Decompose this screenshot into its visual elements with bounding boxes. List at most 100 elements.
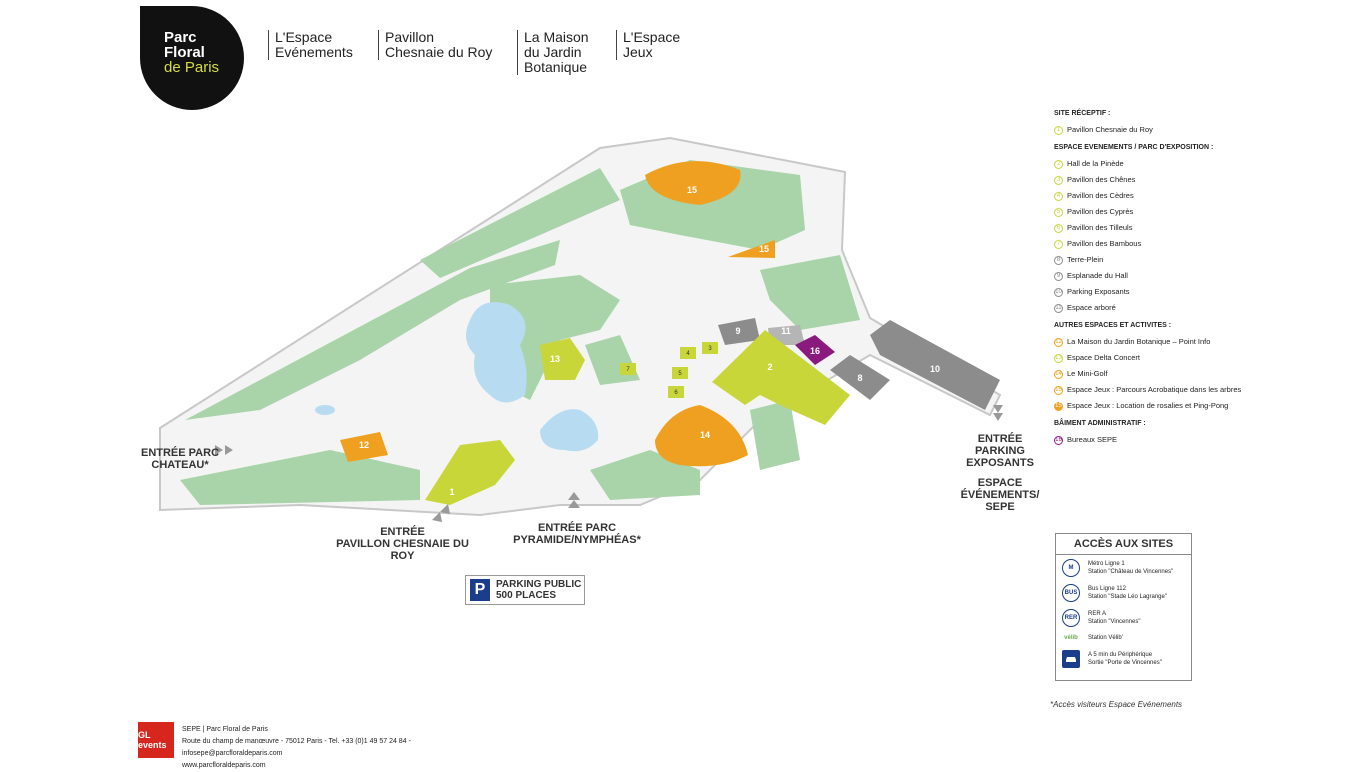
legend-item: 5 Pavillon des Cyprès bbox=[1054, 204, 1254, 220]
arrow-chesnaie-icon bbox=[432, 504, 450, 522]
legend-number: 5 bbox=[1054, 207, 1063, 217]
map-label-9: 9 bbox=[735, 326, 740, 336]
velib-icon: vélib bbox=[1064, 635, 1078, 641]
legend-heading: AUTRES ESPACES ET ACTIVITES : bbox=[1054, 322, 1172, 329]
zone-16-sepe bbox=[795, 335, 835, 365]
legend-label: Pavillon des Tilleuls bbox=[1067, 223, 1133, 232]
map-label-5: 5 bbox=[678, 371, 682, 377]
legend-number: 15 bbox=[1054, 401, 1063, 411]
map-label-10: 10 bbox=[930, 364, 940, 374]
parc-floral-logo[interactable]: Parc Floral de Paris bbox=[140, 6, 244, 110]
zone-6 bbox=[668, 386, 684, 398]
legend-label: Hall de la Pinède bbox=[1067, 159, 1124, 168]
map-label-7: 7 bbox=[626, 367, 630, 373]
entrance-exposants: ENTRÉE PARKING EXPOSANTS bbox=[960, 433, 1040, 469]
gl-events-logo: GL events bbox=[138, 722, 174, 758]
pond-small bbox=[315, 405, 335, 415]
legend-label: Esplanade du Hall bbox=[1067, 271, 1128, 280]
entrance-line: ENTRÉE bbox=[977, 433, 1023, 445]
green-zone-north bbox=[420, 168, 620, 278]
lake-west bbox=[466, 302, 527, 403]
acces-title: ACCÈS AUX SITES bbox=[1056, 534, 1191, 555]
nav-pavillon-chesnaie[interactable]: Pavillon Chesnaie du Roy bbox=[378, 30, 492, 60]
zone-2-hall bbox=[712, 330, 850, 425]
footer-line: SEPE | Parc Floral de Paris bbox=[182, 726, 268, 733]
map-label-15a: 15 bbox=[687, 185, 697, 195]
legend-number: 9 bbox=[1054, 271, 1063, 281]
entrance-line: ENTRÉE PARC bbox=[140, 447, 220, 459]
nav-espace-evenements[interactable]: L'Espace Evénements bbox=[268, 30, 353, 60]
zone-14 bbox=[655, 405, 748, 467]
map-label-8: 8 bbox=[857, 373, 862, 383]
legend-number: 11 bbox=[1054, 303, 1063, 313]
legend-label: Espace Jeux : Parcours Acrobatique dans … bbox=[1067, 385, 1242, 394]
legend-label: Espace arboré bbox=[1067, 303, 1116, 312]
zone-8 bbox=[830, 355, 890, 400]
nav-line: La Maison bbox=[524, 29, 589, 45]
zone-12 bbox=[340, 432, 388, 462]
legend-number: 14 bbox=[1054, 369, 1063, 379]
legend-number: 8 bbox=[1054, 255, 1063, 265]
nav-espace-jeux[interactable]: L'Espace Jeux bbox=[616, 30, 680, 60]
entrance-line: PARKING bbox=[975, 445, 1025, 457]
legend-item: 11 Espace arboré bbox=[1054, 300, 1254, 316]
footnote: *Accès visiteurs Espace Evénements bbox=[1050, 700, 1183, 709]
legend-label: Pavillon des Bambous bbox=[1067, 239, 1142, 248]
zone-5 bbox=[672, 367, 688, 379]
bus-icon: BUS bbox=[1062, 583, 1080, 602]
zone-7 bbox=[620, 363, 636, 375]
legend-item: 2 Hall de la Pinède bbox=[1054, 156, 1254, 172]
map-label-12: 12 bbox=[359, 440, 369, 450]
green-zone-west bbox=[185, 240, 560, 420]
map-label-16: 16 bbox=[810, 346, 820, 356]
entrance-line: SEPE bbox=[985, 501, 1015, 513]
acces-line: RER A bbox=[1088, 610, 1107, 617]
zone-1 bbox=[425, 440, 515, 505]
nav-line: Evénements bbox=[275, 44, 353, 60]
metro-icon: M bbox=[1062, 558, 1080, 577]
zone-10 bbox=[870, 320, 1000, 410]
acces-line: Sortie "Porte de Vincennes" bbox=[1088, 659, 1162, 666]
zone-9 bbox=[718, 318, 760, 345]
legend-number: 6 bbox=[1054, 223, 1063, 233]
map-label-13: 13 bbox=[550, 354, 560, 364]
legend-label: Pavillon Chesnaie du Roy bbox=[1067, 125, 1153, 134]
acces-line: A 5 min du Périphérique bbox=[1088, 651, 1153, 658]
nav-line: Botanique bbox=[524, 59, 588, 75]
legend-label: La Maison du Jardin Botanique – Point In… bbox=[1067, 337, 1211, 346]
logo-line-1: Parc bbox=[164, 29, 197, 46]
legend-item: 9 Esplanade du Hall bbox=[1054, 268, 1254, 284]
map-label-1: 1 bbox=[449, 487, 454, 497]
legend-number: 2 bbox=[1054, 159, 1063, 169]
legend-heading: ESPACE EVENEMENTS / PARC D'EXPOSITION : bbox=[1054, 144, 1214, 151]
footer-line: Route du champ de manœuvre - 75012 Paris… bbox=[182, 738, 411, 757]
nav-maison-jardin[interactable]: La Maison du Jardin Botanique bbox=[517, 30, 589, 75]
acces-line: Bus Ligne 112 bbox=[1088, 585, 1126, 592]
footer-website-link[interactable]: www.parcfloraldeparis.com bbox=[182, 762, 266, 769]
green-zone-southwest bbox=[180, 450, 420, 505]
legend-label: Pavillon des Cyprès bbox=[1067, 207, 1134, 216]
legend-label: Terre-Plein bbox=[1067, 255, 1104, 264]
map-label-6: 6 bbox=[674, 390, 678, 396]
nav-line: du Jardin bbox=[524, 44, 582, 60]
parking-icon: P bbox=[470, 579, 490, 601]
zone-3 bbox=[702, 342, 718, 354]
zone-4 bbox=[680, 347, 696, 359]
acces-line: Station "Stade Léo Lagrange" bbox=[1088, 593, 1167, 600]
nav-line: Pavillon bbox=[385, 29, 435, 45]
entrance-line: ENTRÉE PARC bbox=[537, 522, 617, 534]
map-label-11: 11 bbox=[781, 326, 791, 336]
entrance-chesnaie: ENTRÉE PAVILLON CHESNAIE DU ROY bbox=[325, 526, 480, 562]
zone-13 bbox=[540, 338, 585, 380]
map-label-15b: 15 bbox=[759, 244, 769, 254]
